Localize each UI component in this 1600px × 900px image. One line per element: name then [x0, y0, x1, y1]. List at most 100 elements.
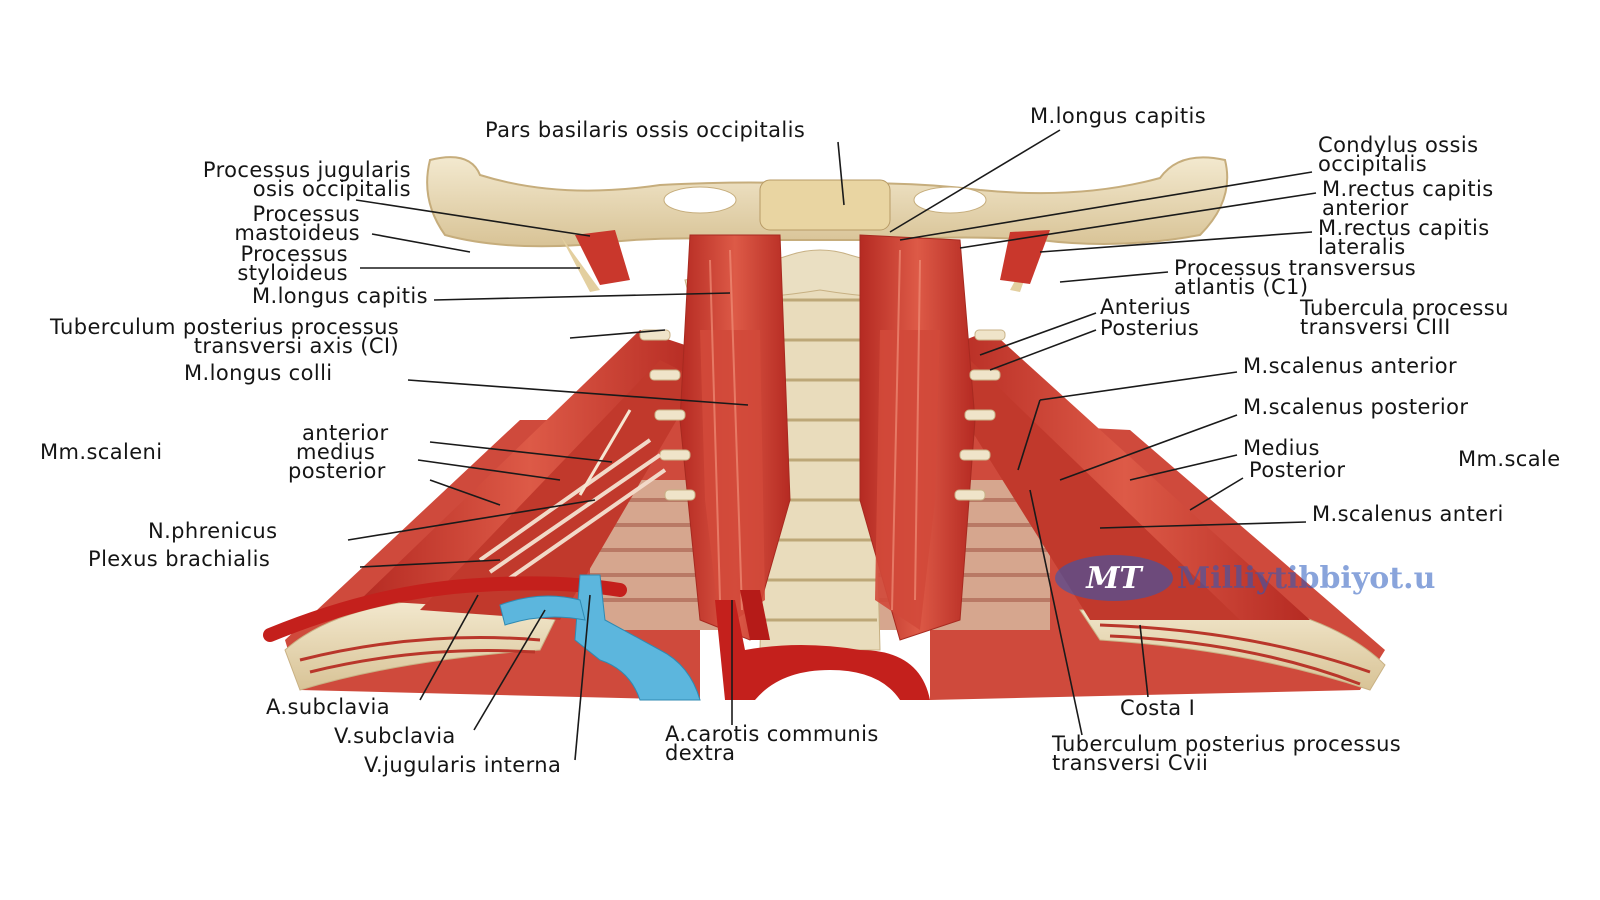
label-plexus-brachialis: Plexus brachialis — [88, 547, 271, 571]
label-anterior-left: anterior — [302, 421, 389, 445]
leader-longus-capitis-top — [889, 129, 1061, 233]
label-medius-right: Medius — [1243, 436, 1320, 460]
label-tuberculum-cvii: Tuberculum posterius processus transvers… — [1052, 734, 1401, 775]
left-longus-colli — [700, 330, 765, 630]
label-tuberculum-ci-line1: Tuberculum posterius processus — [50, 315, 400, 339]
vertebral-discs — [765, 298, 877, 622]
internal-jugular-vein — [574, 574, 701, 701]
label-longus-colli: M.longus colli — [184, 361, 333, 385]
label-rectus-anterior-line2: anterior — [1322, 196, 1409, 220]
leader-n-phrenicus — [347, 499, 596, 541]
label-proc-transversus: Processus transversus atlantis (C1) — [1174, 258, 1416, 299]
label-scalenus-anterior-right: M.scalenus anterior — [1243, 354, 1458, 378]
left-scalene-muscles — [360, 330, 700, 610]
left-subclavian-artery — [263, 576, 627, 642]
label-rectus-lateralis-line2: lateralis — [1318, 235, 1406, 259]
leader-costa-i — [1139, 624, 1149, 698]
label-v-jugularis: V.jugularis interna — [364, 753, 562, 777]
label-posterius: Posterius — [1100, 316, 1200, 340]
leader-proc-transversus — [1059, 271, 1169, 283]
left-transverse-processes — [639, 329, 696, 501]
leader-plexus-brachialis — [359, 559, 501, 568]
muscle-fibers — [709, 249, 921, 611]
label-posterior-right: Posterior — [1249, 458, 1346, 482]
label-proc-mastoideus-line1: Processus — [252, 202, 360, 226]
leader-scalenus-anterior-right — [1039, 371, 1238, 401]
label-mm-scaleni-right: Mm.scale — [1458, 447, 1561, 471]
label-a-subclavia: A.subclavia — [266, 695, 391, 719]
label-proc-jugularis: Processus jugularis osis occipitalis — [100, 160, 411, 201]
label-anterius: Anterius — [1100, 295, 1191, 319]
left-rib-muscle-stripes — [299, 636, 541, 674]
label-a-carotis: A.carotis communis dextra — [665, 722, 879, 764]
leader-rectus-anterior — [959, 192, 1317, 249]
label-tubercula-line1: Tubercula processu — [1300, 296, 1509, 320]
right-scalene-muscles-2 — [940, 360, 1240, 620]
label-proc-styloideus: Processus styloideus — [160, 242, 348, 285]
leader-longus-capitis-left — [433, 292, 731, 301]
label-condylus-line2: occipitalis — [1318, 152, 1428, 176]
leader-anterior-left — [429, 441, 613, 463]
label-mm-scaleni-left: Mm.scaleni — [40, 440, 163, 464]
label-proc-transversus-line2: atlantis (C1) — [1174, 275, 1309, 299]
label-tubercula-line2: transversi CIII — [1300, 315, 1451, 339]
leader-tuberculum-cvii — [1029, 489, 1083, 736]
right-scalene-muscles — [940, 330, 1310, 620]
label-proc-mastoideus: Processus mastoideus — [160, 202, 360, 245]
label-rectus-anterior: M.rectus capitis anterior — [1322, 179, 1494, 220]
leader-posterior-right — [1189, 477, 1244, 511]
label-proc-styloideus-line2: styloideus — [237, 261, 348, 285]
leader-longus-colli — [407, 379, 749, 406]
label-v-subclavia: V.subclavia — [334, 724, 456, 748]
leader-medius-left — [417, 459, 561, 481]
label-n-phrenicus: N.phrenicus — [148, 519, 278, 543]
basilar-bone-section — [759, 179, 891, 231]
label-condylus: Condylus ossis occipitalis — [1318, 133, 1479, 176]
leader-tuberculum-ci — [569, 329, 666, 339]
label-posterior-left: posterior — [288, 459, 386, 483]
leader-posterior-left — [429, 479, 501, 506]
phrenic-nerve — [578, 409, 632, 496]
leader-v-jugularis — [574, 594, 591, 761]
left-foramen — [663, 186, 737, 214]
label-a-carotis-line1: A.carotis communis — [665, 722, 879, 746]
label-longus-capitis-left: M.longus capitis — [251, 284, 428, 308]
label-tuberculum-ci-line2: transversi axis (CI) — [193, 334, 400, 358]
label-proc-mastoideus-line2: mastoideus — [234, 221, 360, 245]
label-proc-jugularis-line2: osis occipitalis — [252, 177, 411, 201]
leader-anterius — [979, 312, 1097, 356]
leader-condylus — [899, 171, 1313, 241]
watermark-text: Milliytibbiyot.u — [1177, 560, 1436, 596]
label-costa-i: Costa I — [1120, 696, 1196, 720]
leader-scalenus-posterior-right — [1059, 414, 1238, 481]
label-proc-styloideus-line1: Processus — [240, 242, 348, 266]
plexus-brachialis-nerves — [478, 438, 667, 587]
left-styloid-process — [560, 235, 600, 292]
label-scalenus-anterior-right-2: M.scalenus anteri — [1312, 502, 1504, 526]
right-rectus-lateralis — [1000, 230, 1050, 284]
label-rectus-lateralis: M.rectus capitis lateralis — [1318, 218, 1490, 259]
label-scalenus-posterior-right: M.scalenus posterior — [1243, 395, 1469, 419]
leader-v-subclavia — [473, 609, 546, 731]
common-carotid-artery — [740, 590, 770, 640]
leader-scalenus-anterior-right-2 — [1099, 521, 1307, 529]
label-condylus-line1: Condylus ossis — [1318, 133, 1479, 157]
left-rectus-lateralis — [575, 230, 630, 285]
label-pars-basilaris: Pars basilaris ossis occipitalis — [485, 118, 806, 142]
label-medius-left: medius — [296, 440, 376, 464]
leader-rectus-lateralis — [1039, 231, 1313, 253]
left-first-rib — [284, 599, 561, 691]
leader-pars-basilaris — [837, 141, 845, 206]
right-transverse-processes — [954, 329, 1006, 501]
leader-proc-mastoideus — [371, 233, 471, 253]
label-longus-capitis-top: M.longus capitis — [1030, 104, 1207, 128]
label-tubercula: Tubercula processu transversi CIII — [1300, 296, 1509, 339]
right-longus-colli — [875, 330, 940, 630]
watermark: MT Milliytibbiyot.u — [1055, 553, 1435, 603]
aortic-arch — [715, 600, 930, 700]
label-tuberculum-cvii-line2: transversi Cvii — [1052, 751, 1209, 775]
leader-tubercula-1 — [1017, 399, 1041, 471]
